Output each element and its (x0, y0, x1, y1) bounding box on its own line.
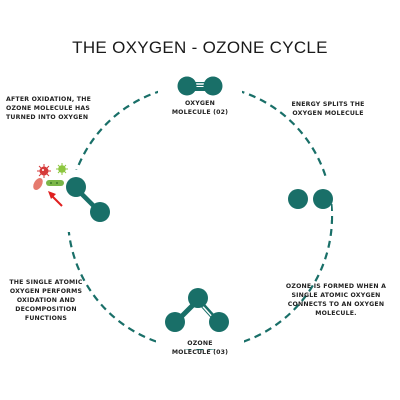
label-ozone-formed: OZONE IS FORMED WHEN A SINGLE ATOMIC OXY… (285, 283, 387, 317)
label-oxygen-molecule: OXYGEN MOLECULE (02) (171, 100, 229, 116)
label-energy-splits: ENERGY SPLITS THE OXYGEN MOLECULE (291, 101, 365, 117)
label-single-atomic: THE SINGLE ATOMIC OXYGEN PERFORMS OXIDAT… (9, 279, 83, 322)
label-after-oxidation: AFTER OXIDATION, THE OZONE MOLECULE HAS … (6, 96, 92, 121)
oxidation-arrow-icon (48, 191, 63, 207)
ozone-molecule-bottom (165, 288, 229, 332)
oxygen-molecule-left (66, 177, 110, 222)
label-ozone-molecule: OZONE MOLECULE (03) (171, 340, 229, 356)
oxygen-molecule-top (177, 76, 223, 96)
germs-icon (33, 163, 68, 190)
diagram-title: THE OXYGEN - OZONE CYCLE (72, 38, 328, 57)
split-oxygen-atoms (288, 189, 333, 209)
